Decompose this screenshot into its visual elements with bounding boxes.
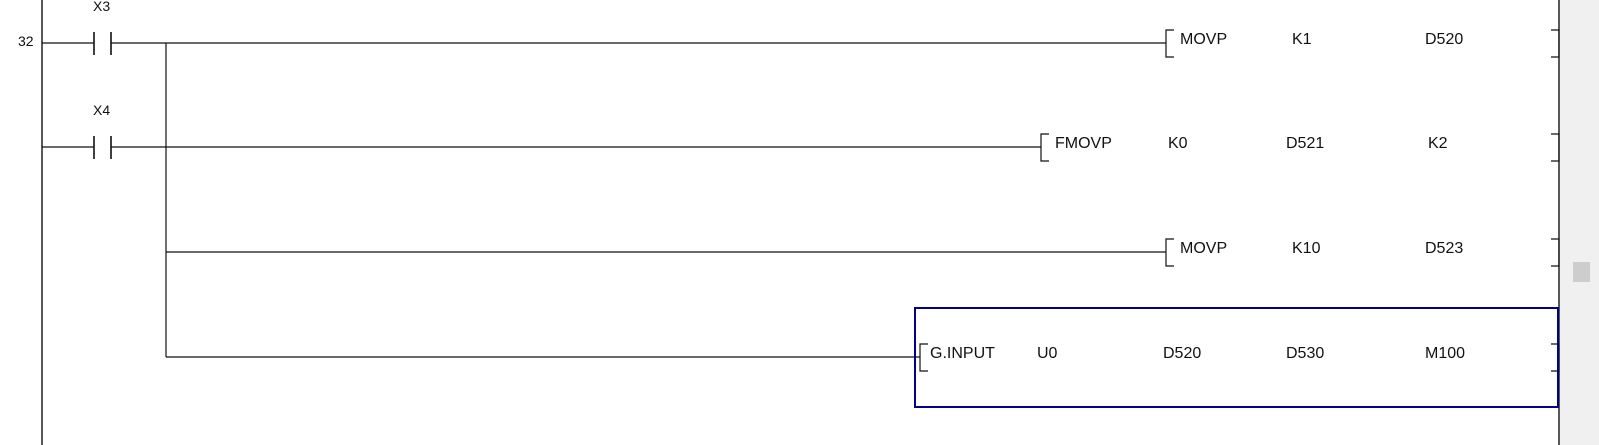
instruction-mnemonic[interactable]: MOVP (1180, 31, 1228, 48)
contact-x4-label[interactable]: X4 (93, 102, 111, 118)
instruction-operand[interactable]: D520 (1425, 31, 1464, 48)
instruction-bracket-right (1551, 133, 1560, 162)
instruction-operand[interactable]: K2 (1428, 135, 1448, 152)
selection-cursor[interactable] (914, 307, 1559, 408)
instruction-mnemonic[interactable]: FMOVP (1055, 135, 1112, 152)
instruction-bracket-left (1165, 29, 1174, 58)
instruction-operand[interactable]: M100 (1425, 345, 1466, 362)
vertical-scrollbar[interactable] (1560, 0, 1599, 445)
instruction-mnemonic[interactable]: MOVP (1180, 240, 1228, 257)
instruction-operand[interactable]: D530 (1286, 345, 1325, 362)
instruction-operand[interactable]: D523 (1425, 240, 1464, 257)
instruction-operand[interactable]: K1 (1292, 31, 1312, 48)
instruction-bracket-right (1551, 343, 1560, 372)
instruction-bracket-right (1551, 238, 1560, 267)
instruction-bracket-left (1165, 238, 1174, 267)
instruction-mnemonic[interactable]: G.INPUT (930, 345, 995, 362)
instruction-operand[interactable]: K10 (1292, 240, 1321, 257)
contact-x3-label[interactable]: X3 (93, 0, 111, 14)
scrollbar-thumb[interactable] (1573, 262, 1590, 282)
instruction-operand[interactable]: K0 (1168, 135, 1188, 152)
step-number: 32 (18, 33, 34, 49)
instruction-operand[interactable]: U0 (1037, 345, 1058, 362)
instruction-bracket-right (1551, 29, 1560, 58)
instruction-operand[interactable]: D520 (1163, 345, 1202, 362)
instruction-operand[interactable]: D521 (1286, 135, 1325, 152)
instruction-bracket-left (919, 343, 928, 372)
instruction-bracket-left (1040, 133, 1049, 162)
